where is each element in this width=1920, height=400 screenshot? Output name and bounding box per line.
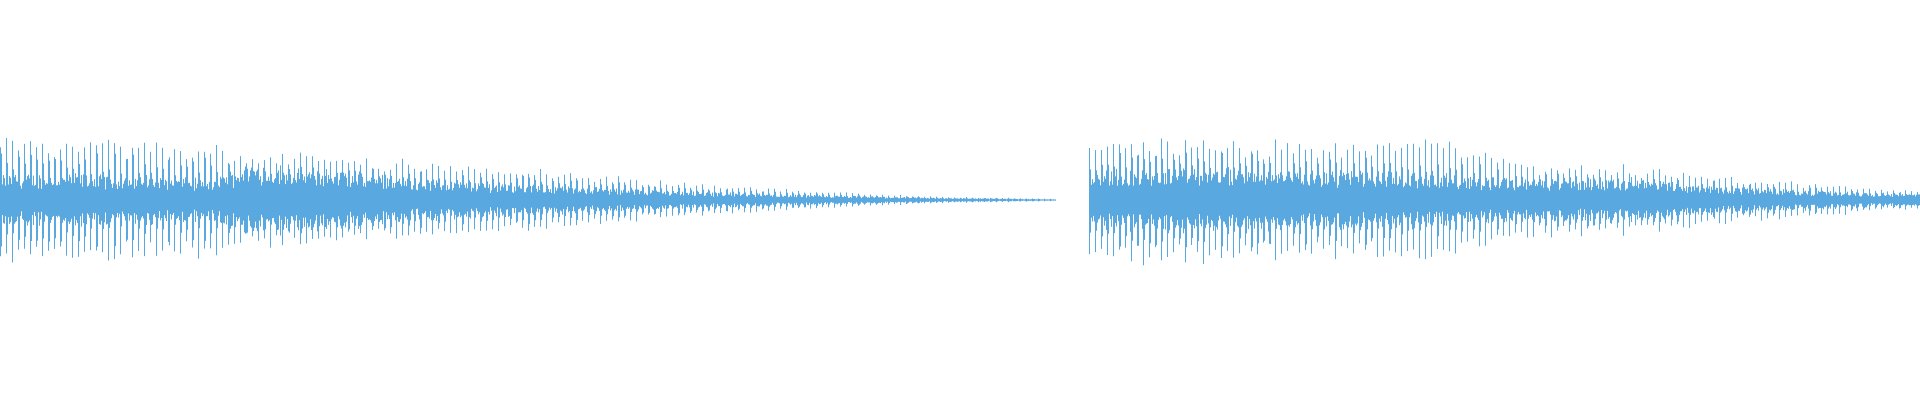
waveform-segments <box>0 138 1920 266</box>
waveform-segment-2 <box>1089 138 1920 266</box>
waveform-trace <box>0 138 1056 263</box>
waveform-trace <box>1089 138 1920 266</box>
waveform-segment-1 <box>0 138 1056 263</box>
